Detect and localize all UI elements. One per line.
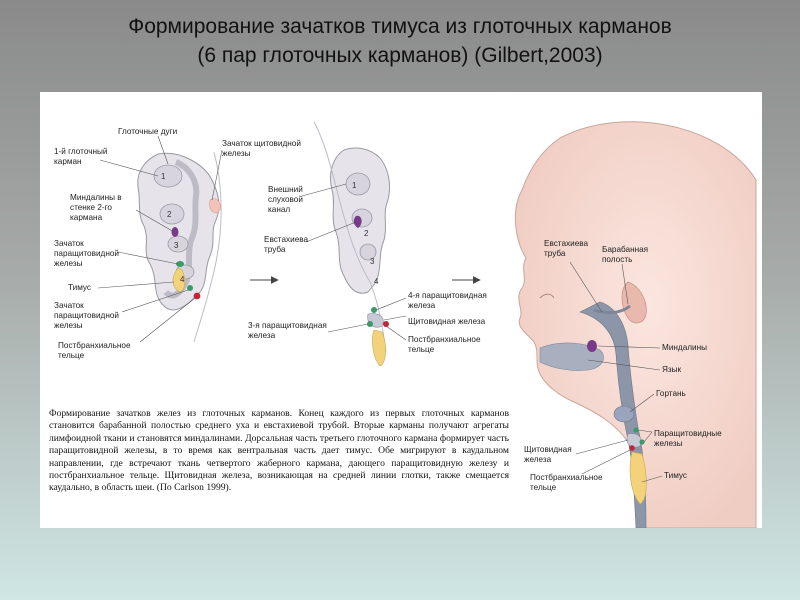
- stage2-label-tube-b: труба: [264, 245, 286, 254]
- stage2-pouch-1: [345, 172, 371, 196]
- stage1-label-tonsils-b: стенке 2-го: [70, 203, 112, 212]
- stage1-label-para2-b: паращитовидной: [54, 311, 119, 320]
- stage1-pouch-3: [167, 235, 189, 253]
- stage1-label-para-c: железы: [54, 259, 83, 268]
- stage1-label-tonsils-c: кармана: [70, 213, 103, 222]
- stage1-thymus-bud: [172, 267, 186, 293]
- stage2-label-ear-c: канал: [268, 205, 290, 214]
- stage2-pouch-3: [359, 243, 377, 261]
- stage1-parathyroid-4: [187, 285, 193, 291]
- stage3-label-para-a: Паращитовидные: [654, 429, 722, 438]
- stage1-label-para2-c: железы: [54, 321, 83, 330]
- stage1-label-thyroid-a: Зачаток щитовидной: [222, 139, 301, 148]
- stage2-label-ultimo-b: тельце: [408, 345, 435, 354]
- stage1-neck-contour: [193, 151, 222, 343]
- embryology-diagram: 1 2 3 4 Глоточные дуги 1-й глоточный кар…: [54, 121, 757, 528]
- stage1-label-arches: Глоточные дуги: [118, 127, 177, 136]
- stage1-thyroid-bud: [209, 198, 221, 213]
- stage1-label-thymus: Тимус: [68, 283, 91, 292]
- stage3-head: Евстахиева труба Барабанная полость Минд…: [514, 121, 757, 528]
- stage1-num-4: 4: [180, 275, 185, 284]
- stage3-label-larynx: Гортань: [656, 389, 686, 398]
- stage3-label-thyroid-b: железа: [524, 455, 552, 464]
- stage3-thyroid: [626, 433, 642, 448]
- stage2-label-ultimo-a: Постбранхиальное: [408, 335, 481, 344]
- stage1-num-3: 3: [174, 241, 179, 250]
- stage3-label-tongue: Язык: [662, 365, 682, 374]
- figure-panel: 1 2 3 4 Глоточные дуги 1-й глоточный кар…: [40, 92, 762, 528]
- slide-title: Формирование зачатков тимуса из глоточны…: [0, 12, 800, 70]
- stage3-label-cavity-a: Барабанная: [602, 245, 648, 254]
- figure-caption: Формирование зачатков желез из глоточных…: [49, 408, 509, 494]
- stage1-num-1: 1: [161, 172, 166, 181]
- stage1-parathyroid-3: [176, 261, 184, 267]
- stage2-label-para3-b: железа: [248, 331, 276, 340]
- stage3-larynx: [613, 405, 635, 423]
- stage1-label-ultimo-b: тельце: [58, 351, 85, 360]
- stage3-label-ultimo-b: тельце: [530, 483, 557, 492]
- stage3-label-tube-b: труба: [544, 249, 566, 258]
- stage3-thymus: [629, 451, 647, 505]
- stage2-label-para4-a: 4-я паращитовидная: [408, 291, 487, 300]
- stage1-label-para2-a: Зачаток: [54, 301, 84, 310]
- stage1-label-para-b: паращитовидной: [54, 249, 119, 258]
- stage2-label-para4-b: железа: [408, 301, 436, 310]
- stage1-num-2: 2: [167, 210, 172, 219]
- stage3-ultimobranchial: [629, 445, 635, 451]
- stage2-tonsil: [353, 215, 362, 228]
- stage2-label-tube-a: Евстахиева: [264, 235, 309, 244]
- stage3-label-cavity-b: полость: [602, 255, 632, 264]
- stage1-pouch-1: [153, 164, 183, 188]
- stage2-pharynx: 1 2 3 4 Внешний слуховой канал Евстахиев…: [248, 121, 487, 367]
- stage2-num-1: 1: [352, 181, 357, 190]
- stage2-num-4: 4: [374, 277, 379, 286]
- title-line-1: Формирование зачатков тимуса из глоточны…: [128, 15, 672, 38]
- stage3-head-profile: [514, 121, 757, 528]
- stage1-label-thyroid-b: железы: [222, 149, 251, 158]
- stage3-tonsil: [587, 340, 597, 352]
- stage1-pharynx: 1 2 3 4 Глоточные дуги 1-й глоточный кар…: [54, 127, 301, 360]
- stage1-label-ultimo-a: Постбранхиальное: [58, 341, 131, 350]
- stage1-label-pouch1-a: 1-й глоточный: [54, 147, 107, 156]
- stage3-label-tonsils: Миндалины: [662, 343, 707, 352]
- stage1-label-para-a: Зачаток: [54, 239, 84, 248]
- stage3-label-ultimo-a: Постбранхиальное: [530, 473, 603, 482]
- stage1-label-pouch1-b: карман: [54, 157, 82, 166]
- stage2-label-thyroid: Щитовидная железа: [408, 317, 486, 326]
- stage3-ear: [621, 281, 647, 324]
- stage2-parathyroid-3: [367, 321, 373, 327]
- stage1-ultimobranchial: [193, 292, 201, 300]
- stage2-label-ear-b: слуховой: [268, 195, 303, 204]
- stage3-eustachian-tube: [593, 304, 631, 315]
- stage3-label-thyroid-a: Щитовидная: [524, 445, 572, 454]
- stage1-pouch-2: [159, 203, 185, 225]
- stage3-parathyroid-upper: [633, 427, 639, 433]
- stage2-num-2: 2: [364, 229, 369, 238]
- title-line-2: (6 пар глоточных карманов) (Gilbert,2003…: [197, 44, 603, 67]
- stage3-label-para-b: железы: [654, 439, 683, 448]
- stage3-parathyroid-lower: [639, 439, 645, 445]
- stage2-num-3: 3: [370, 257, 375, 266]
- stage3-label-tube-a: Евстахиева: [544, 239, 589, 248]
- stage3-label-thymus: Тимус: [664, 471, 687, 480]
- stage1-tonsil-bud: [171, 227, 179, 237]
- stage3-eye: [539, 293, 555, 299]
- stage1-label-tonsils-a: Миндалины в: [70, 193, 122, 202]
- stage2-ultimobranchial: [383, 321, 389, 327]
- stage2-thymus: [372, 329, 386, 367]
- stage2-parathyroid-4: [371, 307, 377, 313]
- stage2-label-ear-a: Внешний: [268, 185, 303, 194]
- stage2-label-para3-a: 3-я паращитовидная: [248, 321, 327, 330]
- stage3-tongue-region: [539, 342, 604, 371]
